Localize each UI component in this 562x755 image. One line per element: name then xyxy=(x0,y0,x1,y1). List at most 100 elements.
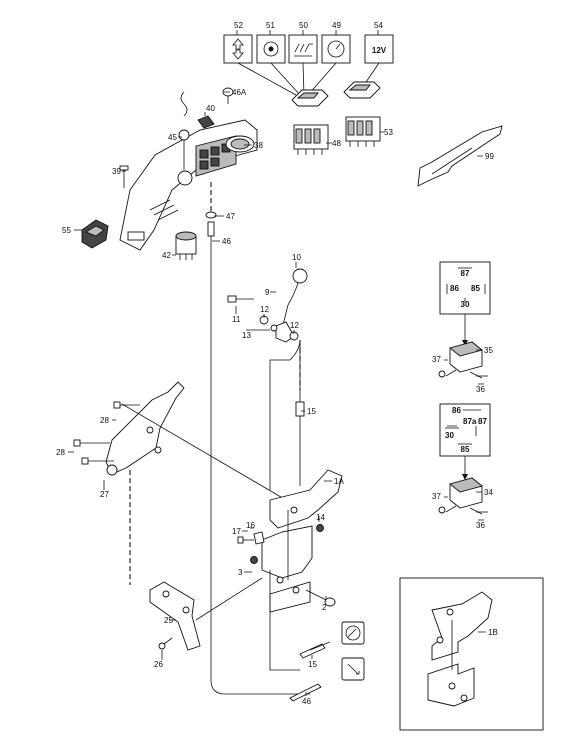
relay-diagram-2: 86 87a 87 30 85 xyxy=(439,403,491,457)
rotation-icon xyxy=(268,46,274,52)
callout-40: 40 xyxy=(206,104,215,113)
bolt-17 xyxy=(237,536,254,544)
nut-37a xyxy=(438,370,446,378)
callout-10: 10 xyxy=(292,253,301,262)
callout-37a: 37 xyxy=(432,355,441,364)
callout-54: 54 xyxy=(374,21,383,30)
diagonal-arrow-icon[interactable] xyxy=(341,657,365,681)
relay-34 xyxy=(445,477,483,515)
clamp-16 xyxy=(253,531,265,545)
switch-symbol-52 xyxy=(223,34,253,64)
callout-1B: 1B xyxy=(488,628,498,637)
svg-text:87: 87 xyxy=(461,269,470,278)
callout-46-top: 46 xyxy=(222,237,231,246)
removal-tool-99 xyxy=(417,125,503,187)
callout-12a: 12 xyxy=(260,305,269,314)
callout-34: 34 xyxy=(484,488,493,497)
callout-47: 47 xyxy=(226,212,235,221)
svg-text:85: 85 xyxy=(471,284,480,293)
screw-39 xyxy=(119,165,129,188)
callout-42: 42 xyxy=(162,251,171,260)
bracket-27 xyxy=(105,381,185,476)
callout-17: 17 xyxy=(232,527,241,536)
callout-50: 50 xyxy=(299,21,308,30)
arrow-down-icon xyxy=(232,49,244,60)
bolt-26 xyxy=(158,637,173,650)
cable-15-upper xyxy=(295,382,305,486)
bracket-1A xyxy=(261,469,343,613)
callout-12b: 12 xyxy=(290,321,299,330)
callout-36b: 36 xyxy=(476,521,485,530)
nut-14 xyxy=(316,524,324,532)
washer-13 xyxy=(270,324,278,332)
nut-37b xyxy=(438,506,446,514)
callout-49: 49 xyxy=(332,21,341,30)
nut-3 xyxy=(250,556,258,564)
bolts-28b xyxy=(73,439,114,465)
cable-15-lower xyxy=(269,570,331,671)
rocker-switch-55 xyxy=(81,219,109,249)
callout-27: 27 xyxy=(100,490,109,499)
callout-39: 39 xyxy=(112,167,121,176)
callout-14: 14 xyxy=(316,513,325,522)
callout-28a: 28 xyxy=(100,416,109,425)
svg-text:86: 86 xyxy=(450,284,459,293)
callout-52: 52 xyxy=(234,21,243,30)
callout-55: 55 xyxy=(62,226,71,235)
callout-46A: 46A xyxy=(232,88,247,97)
callout-28b: 28 xyxy=(56,448,65,457)
callout-38: 38 xyxy=(254,141,263,150)
callout-51: 51 xyxy=(266,21,275,30)
callout-35: 35 xyxy=(484,346,493,355)
svg-text:87: 87 xyxy=(478,417,487,426)
callout-1A: 1A xyxy=(334,477,344,486)
cap-40 xyxy=(197,115,215,129)
callout-99: 99 xyxy=(485,152,494,161)
callout-45: 45 xyxy=(168,133,177,142)
callout-16: 16 xyxy=(246,521,255,530)
svg-text:85: 85 xyxy=(461,445,470,454)
inset-detail-1B xyxy=(399,577,544,731)
svg-text:87a: 87a xyxy=(463,417,477,426)
relay-35 xyxy=(445,341,483,379)
callout-53: 53 xyxy=(384,128,393,137)
gear-lever-9 xyxy=(275,268,308,343)
svg-text:30: 30 xyxy=(461,300,470,309)
callout-48: 48 xyxy=(332,139,341,148)
washer-47 xyxy=(205,211,217,219)
switch-symbol-54: 12V xyxy=(364,34,394,64)
switch-symbol-50 xyxy=(288,34,318,64)
svg-text:86: 86 xyxy=(452,406,461,415)
bracket-25 xyxy=(149,581,201,651)
callout-13: 13 xyxy=(242,331,251,340)
cable-46-bottom xyxy=(289,683,322,702)
voltage-label: 12V xyxy=(372,46,387,55)
lever-assembly-45 xyxy=(178,91,190,170)
bolt-2 xyxy=(305,589,336,607)
ignition-switch-42 xyxy=(175,231,197,260)
callout-3: 3 xyxy=(238,568,243,577)
switch-symbol-51 xyxy=(256,34,286,64)
callout-15-bottom: 15 xyxy=(308,660,317,669)
callout-25: 25 xyxy=(164,616,173,625)
rocker-switch-48 xyxy=(291,89,329,155)
callout-9: 9 xyxy=(265,288,270,297)
callout-46-bottom: 46 xyxy=(302,697,311,706)
control-console-38 xyxy=(119,119,258,251)
svg-text:30: 30 xyxy=(445,431,454,440)
gauge-icon xyxy=(327,40,345,58)
bolt-11 xyxy=(227,295,254,303)
callout-15-top: 15 xyxy=(307,407,316,416)
arrow-up-icon xyxy=(232,38,244,50)
lever-symbol-icon[interactable] xyxy=(341,621,365,645)
callout-11: 11 xyxy=(232,315,241,324)
rocker-switch-53 xyxy=(343,81,381,147)
callout-36a: 36 xyxy=(476,385,485,394)
switch-symbol-49 xyxy=(321,34,351,64)
lift-icon xyxy=(294,43,313,57)
callout-2: 2 xyxy=(322,603,327,612)
cable-46-top xyxy=(207,221,215,280)
relay-diagram-1: 87 86 85 30 xyxy=(439,261,491,315)
callout-26: 26 xyxy=(154,660,163,669)
